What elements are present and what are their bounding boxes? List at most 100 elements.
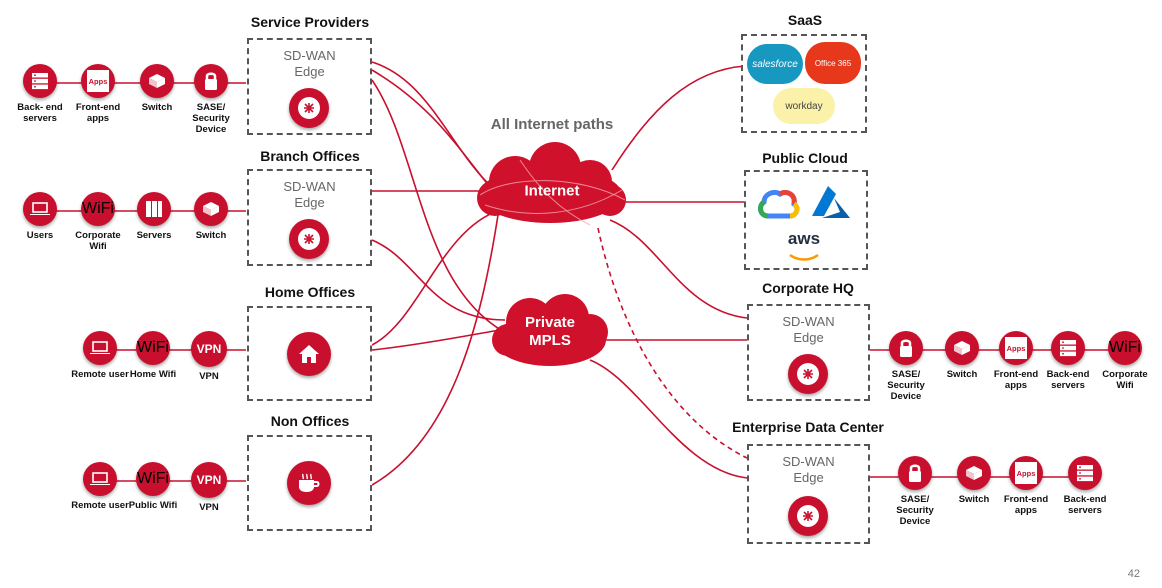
saas-title: SaaS [787,12,823,28]
device-label: Back-end servers [1063,494,1107,516]
switch-icon [194,192,228,226]
mpls-line1: Private [524,314,576,331]
azure-icon [812,186,850,218]
apps-icon: Apps [999,331,1033,365]
non-internet-path [371,214,499,486]
device-node: Back-end servers [1038,331,1098,391]
apps-icon: Apps [81,64,115,98]
coffee-cup-icon [287,461,331,505]
router-icon [289,88,329,128]
device-node: Back- end servers [10,64,70,124]
device-node: Remote user [70,462,130,511]
device-node: Remote user [70,331,130,380]
office365-logo: Office 365 [805,42,861,84]
device-label: Home Wifi [129,369,177,380]
device-label: Front-end apps [1003,494,1049,516]
device-node: SASE/ Security Device [885,456,945,527]
device-node: Switch [944,456,1004,505]
device-label: Switch [195,230,227,241]
home-mpls-path [371,329,501,351]
device-label: SASE/ Security Device [887,369,925,402]
device-node: SASE/ Security Device [181,64,241,135]
server-icon [1068,456,1102,490]
internet-cloud-icon [477,142,626,226]
internet-hq-path [609,219,748,319]
device-label: Front-end apps [993,369,1039,391]
device-node: Switch [127,64,187,113]
workday-logo: workday [773,88,835,124]
public-cloud-box: aws [744,170,868,270]
device-label: Servers [136,230,172,241]
apps-icon: Apps [1009,456,1043,490]
internet-saas-path [611,65,746,171]
mpls-dc-path [589,359,748,479]
home-offices-title: Home Offices [264,284,356,300]
wifi-icon: WiFi [1108,331,1142,365]
vpn-icon: VPN [191,331,227,367]
device-node: Switch [181,192,241,241]
laptop-icon [83,331,117,365]
public-cloud-title: Public Cloud [762,150,848,166]
router-icon [788,354,828,394]
device-node: Servers [124,192,184,241]
saas-box: salesforce Office 365 workday [741,34,867,133]
device-label: VPN [199,371,219,382]
device-label: Remote user [71,369,129,380]
home-internet-path [371,209,501,346]
salesforce-logo: salesforce [747,44,803,84]
home-icon [287,332,331,376]
device-label: Switch [141,102,173,113]
device-label: SASE/ Security Device [896,494,934,527]
service-providers-title: Service Providers [250,14,370,30]
router-icon [788,496,828,536]
wifi-icon: WiFi [136,462,170,496]
corporate-hq-title: Corporate HQ [762,280,854,296]
mpls-cloud-icon [492,294,608,366]
device-label: Public Wifi [128,500,178,511]
enterprise-dc-title: Enterprise Data Center [732,419,884,435]
laptop-icon [83,462,117,496]
lock-icon [898,456,932,490]
device-node: SASE/ Security Device [876,331,936,402]
non-office-box [247,435,372,531]
device-label: Users [26,230,54,241]
device-node: Back-end servers [1055,456,1115,516]
device-label: Switch [958,494,990,505]
mpls-cloud-label: Private MPLS [525,314,575,350]
server-rack-icon [137,192,171,226]
device-node: Users [10,192,70,241]
server-icon [1051,331,1085,365]
switch-icon [140,64,174,98]
mpls-line2: MPLS [529,332,571,349]
device-node: Switch [932,331,992,380]
device-node: VPN VPN [179,331,239,382]
wifi-icon: WiFi [136,331,170,365]
device-label: Front-end apps [75,102,121,124]
branch-mpls-path [371,239,506,321]
non-offices-title: Non Offices [270,413,350,429]
page-number: 42 [1127,568,1140,580]
lock-icon [889,331,923,365]
laptop-icon [23,192,57,226]
google-cloud-icon [758,189,800,219]
paths-title: All Internet paths [490,116,614,133]
switch-icon [945,331,979,365]
aws-logo: aws [784,230,824,266]
device-label: Back- end servers [17,102,63,124]
internet-cloud-label: Internet [524,182,580,200]
